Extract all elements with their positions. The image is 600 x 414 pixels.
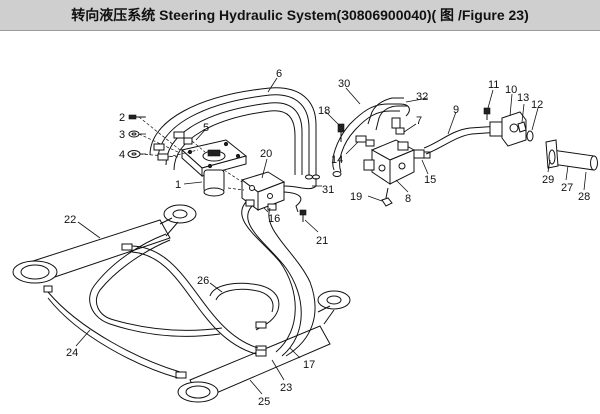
callout-9: 9 [453,104,459,116]
cylinder-25 [175,290,351,403]
callout-27: 27 [561,182,573,194]
hose-24b [89,233,223,337]
steering-unit-1 [180,139,248,197]
hose-32 [367,97,408,131]
callout-4: 4 [119,149,125,161]
end-28 [548,149,556,165]
bracket-10 [501,111,527,147]
page-title: 转向液压系统 Steering Hydraulic System(3080690… [71,7,529,23]
callout-6: 6 [276,68,282,80]
title-bar: 转向液压系统 Steering Hydraulic System(3080690… [0,0,600,31]
leader-lines [75,77,587,395]
callout-30: 30 [338,78,350,90]
callout-14: 14 [331,154,343,166]
washer-4 [127,150,141,158]
fitting-7 [391,117,405,135]
nut-13 [517,121,527,133]
callout-25: 25 [258,396,270,408]
callout-32: 32 [416,91,428,103]
exploded-parts-diagram: 1 2 3 4 5 6 7 8 9 10 11 12 13 14 15 16 1… [12,68,598,408]
washer-3 [128,130,140,138]
hose-31 [283,178,317,190]
callout-10: 10 [505,84,517,96]
callout-22: 22 [64,214,76,226]
callout-18: 18 [318,105,330,117]
hose-6 [149,87,320,180]
callout-26: 26 [197,275,209,287]
callout-8: 8 [405,193,411,205]
callout-12: 12 [531,99,543,111]
callout-7: 7 [416,115,422,127]
hose-23 [131,245,267,357]
callout-16: 16 [268,213,280,225]
callout-13: 13 [517,92,529,104]
fitting-15 [413,149,431,159]
fitting-18 [337,123,345,142]
callout-19: 19 [350,191,362,203]
hose-30 [332,103,410,177]
callout-20: 20 [260,148,272,160]
callout-17: 17 [303,359,315,371]
bolt-11 [483,107,491,120]
callout-28: 28 [578,191,590,203]
bolt-19 [381,187,393,207]
fitting-16 [245,199,277,211]
fitting-14 [355,135,375,147]
callout-2: 2 [119,112,125,124]
callout-29: 29 [542,174,554,186]
callout-1: 1 [175,179,181,191]
cylinder-22 [12,204,197,293]
callout-5: 5 [203,122,209,134]
fitting-5 [153,131,206,161]
bolt-21 [299,209,307,222]
callout-3: 3 [119,129,125,141]
callout-31: 31 [322,184,334,196]
callout-15: 15 [424,174,436,186]
pin-27 [551,149,598,171]
hose-9 [423,121,503,155]
hose-26 [209,282,280,331]
callout-24: 24 [66,347,78,359]
callout-11: 11 [488,79,499,91]
valve-block-8 [363,139,416,185]
callout-21: 21 [316,235,328,247]
callout-labels: 1 2 3 4 5 6 7 8 9 10 11 12 13 14 15 16 1… [64,68,590,408]
hose-17 [241,201,316,357]
hose-24 [47,291,181,379]
callout-23: 23 [280,382,292,394]
washer-12 [526,130,534,142]
